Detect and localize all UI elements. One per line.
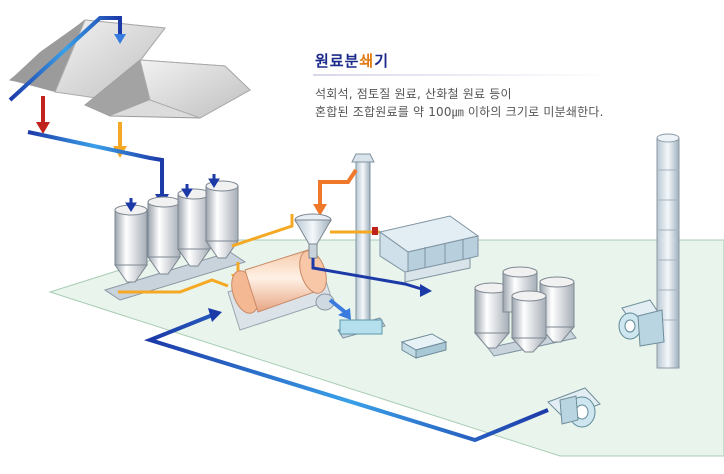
description-line-1: 석회석, 점토질 원료, 산화철 원료 등이 bbox=[315, 87, 512, 101]
raw-mill bbox=[227, 249, 335, 331]
hot-gas-arrow bbox=[208, 308, 222, 322]
red-drop-arrow bbox=[36, 122, 50, 134]
title-suffix: 기 bbox=[374, 52, 390, 70]
mill-outlet-line bbox=[328, 298, 347, 314]
raw-material-pile-2 bbox=[84, 59, 251, 119]
mill-fan bbox=[547, 387, 601, 428]
conveyor-to-silos bbox=[27, 130, 164, 196]
stack-fan bbox=[618, 299, 665, 347]
description-line-2: 혼합된 조합원료를 약 100㎛ 이하의 크기로 미분쇄한다. bbox=[315, 105, 604, 119]
feed-arrow-top bbox=[114, 34, 126, 44]
silo-2 bbox=[147, 196, 181, 275]
product-line bbox=[311, 258, 426, 292]
hot-gas-loop bbox=[143, 312, 549, 443]
separator-funnel bbox=[294, 213, 332, 259]
silo-inlet-arrows bbox=[125, 174, 220, 212]
silo-group bbox=[114, 180, 239, 283]
bucket-elevator bbox=[337, 153, 386, 339]
bag-filter bbox=[378, 215, 480, 283]
storage-silos bbox=[473, 266, 577, 357]
collection-tray bbox=[400, 333, 448, 359]
product-arrow bbox=[420, 284, 432, 297]
plant-floor bbox=[48, 239, 724, 457]
title-highlight: 쇄 bbox=[359, 52, 375, 70]
silo-3 bbox=[177, 188, 211, 267]
red-marker bbox=[372, 227, 378, 235]
title-prefix: 원료분 bbox=[315, 52, 360, 70]
feed-line-top bbox=[8, 16, 122, 102]
page-title: 원료분쇄기 bbox=[315, 50, 389, 71]
mill-outlet-arrow bbox=[338, 308, 351, 320]
title-underline bbox=[313, 74, 613, 76]
silo-base bbox=[103, 251, 247, 301]
recycle-line-orange bbox=[231, 214, 294, 248]
silo-1 bbox=[114, 204, 148, 283]
raw-material-pile-1 bbox=[8, 19, 166, 101]
silo-to-mill-line bbox=[118, 278, 229, 294]
separator-inlet-arrow bbox=[313, 204, 327, 216]
elevator-return-line bbox=[318, 168, 358, 206]
